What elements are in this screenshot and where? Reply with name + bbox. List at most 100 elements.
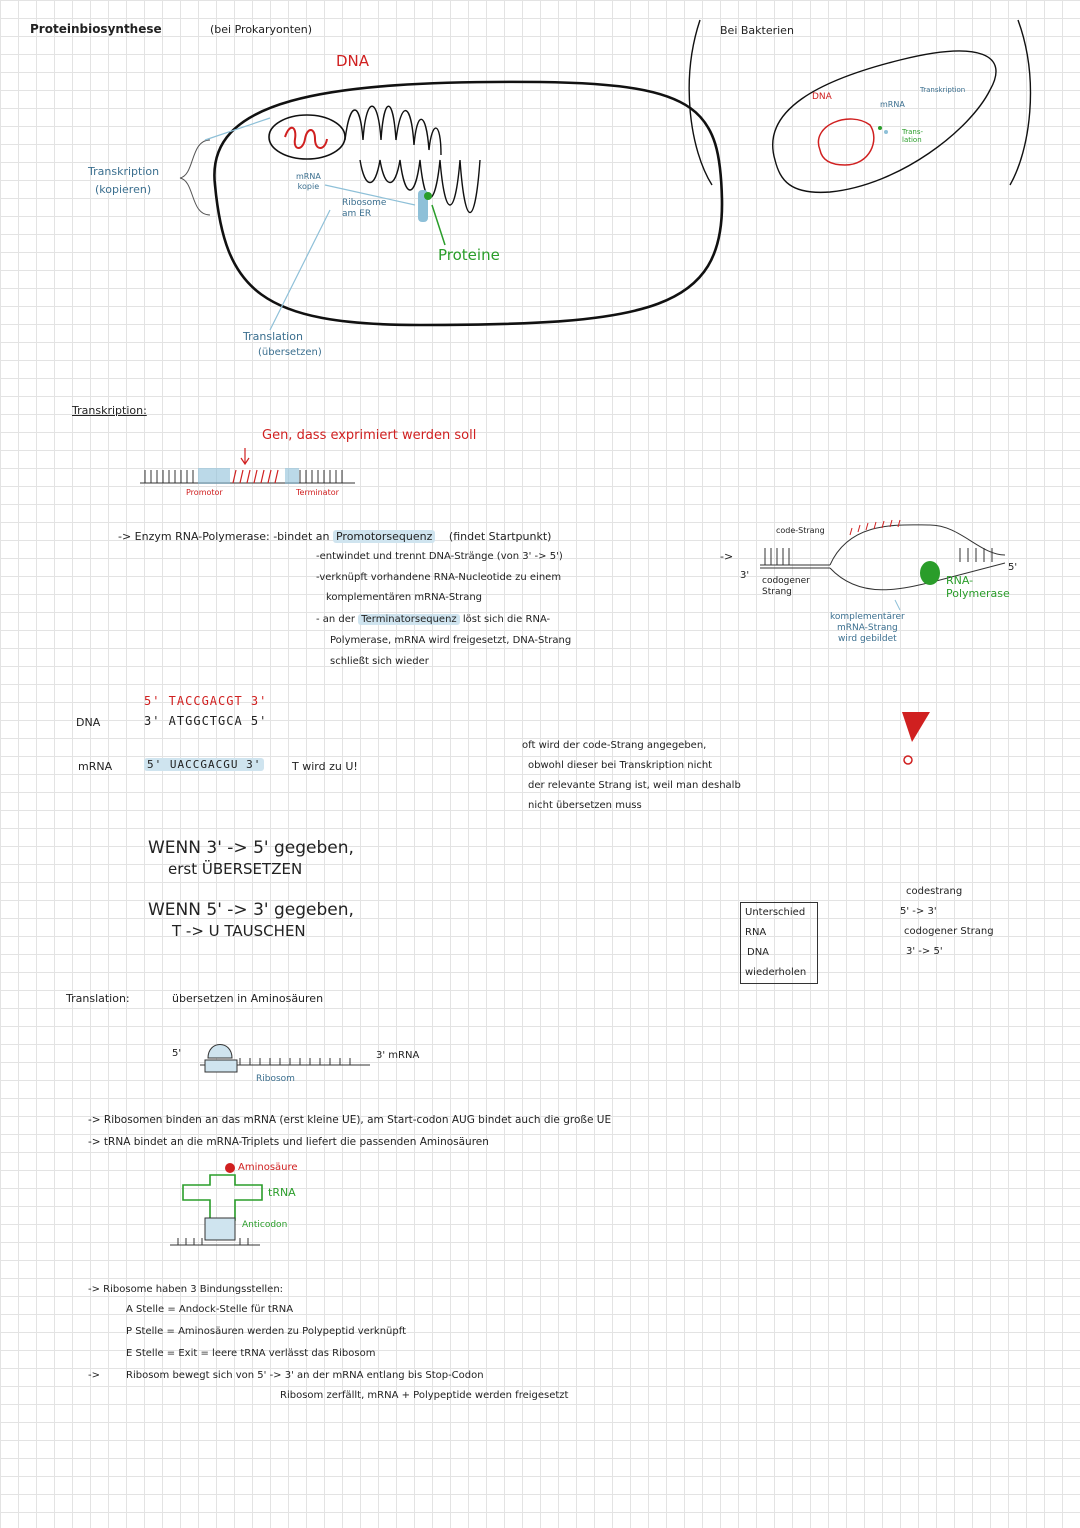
bacteria-bracket-right [1009,19,1032,186]
gene-bar [140,448,355,484]
seq-mrna-label: mRNA [78,760,113,773]
tl-ribosome-label: Ribosom [256,1074,295,1084]
translation-arrow [269,209,331,331]
tl-anticodon: Anticodon [242,1220,288,1230]
seq-bottom: 3' ATGGCTGCA 5' [144,714,268,728]
rule1-b: erst ÜBERSETZEN [168,860,303,878]
bacteria-outline [772,50,997,194]
diff-line4: wiederholen [745,967,807,978]
seq-dna-label: DNA [76,716,101,729]
translation-heading: Translation: [66,992,130,1005]
tl-sites-heading: -> Ribosome haben 3 Bindungsstellen: [88,1284,284,1295]
tx-line1-a: -> Enzym RNA-Polymerase: -bindet an [118,530,330,543]
cell-translation-label: Translation [243,330,303,343]
tl-e-site: E Stelle = Exit = leere tRNA verlässt da… [126,1348,376,1359]
cell-mrna-label: mRNA kopie [296,172,321,191]
tl-five-prime: 5' [172,1048,182,1059]
dir-code-dir: 5' -> 3' [900,906,937,917]
tl-move-b: Ribosom bewegt sich von 5' -> 3' an der … [126,1370,484,1381]
bacteria-heading: Bei Bakterien [720,24,794,37]
er-squiggle [344,105,442,156]
tx-line1-hl: Promotorsequenz [332,530,436,543]
protein-green [424,192,432,200]
cell-translation-sub: (übersetzen) [258,347,322,358]
translation-arrow-left [204,117,271,141]
tx-line5: - an der Terminatorsequenz löst sich die… [316,614,550,626]
rnapol-label: RNA- Polymerase [946,574,1010,601]
tl-p-site: P Stelle = Aminosäuren werden zu Polypep… [126,1326,406,1337]
bacteria-mrna-label: mRNA [880,100,905,109]
rule2-b: T -> U TAUSCHEN [172,922,306,940]
tl-line1: -> Ribosomen binden an das mRNA (erst kl… [88,1114,612,1126]
protein-arrow [431,204,446,246]
dir-codogen: codogener Strang [904,926,994,937]
difference-box: Unterschied RNA DNA wiederholen [740,902,818,984]
cell-ribosome-label: Ribosome am ER [342,198,387,219]
tl-a-site: A Stelle = Andock-Stelle für tRNA [126,1304,294,1315]
cell-proteins-label: Proteine [438,246,500,264]
rnapol-arrow: -> [720,550,734,563]
cell-outline [213,80,724,327]
tl-move-arrow: -> [88,1370,100,1381]
bacteria-translation-label: Trans- lation [902,128,924,145]
tx-line1-b: (findet Startpunkt) [448,530,552,543]
cell-transcription-sub: (kopieren) [95,183,152,196]
mrna-arrow [324,184,416,206]
bacteria-transcription-label: Transkription [920,86,966,94]
gene-label: Gen, dass exprimiert werden soll [262,428,477,443]
terminator-label: Terminator [296,488,339,497]
rule2-a: WENN 5' -> 3' gegeben, [148,900,354,920]
bacteria-bracket-left [688,19,713,186]
transcription-brace [179,139,211,216]
rnapol-complementary: komplementärer mRNA-Strang wird gebildet [830,612,905,644]
seq-top: 5' TACCGACGT 3' [144,694,268,708]
tl-move-c: Ribosom zerfällt, mRNA + Polypeptide wer… [280,1390,569,1401]
rnapol-codogen: codogener Strang [762,576,810,597]
tx-line3: -verknüpft vorhandene RNA-Nucleotide zu … [316,572,562,583]
bacteria-dna [817,118,875,166]
tl-line2: -> tRNA bindet an die mRNA-Triplets und … [88,1136,489,1148]
tx-line4: komplementären mRNA-Strang [326,592,483,603]
tl-trna: tRNA [268,1186,296,1199]
translation-mrna-sketch [200,1044,370,1073]
er-lower [359,159,481,213]
exclamation-mark [902,712,930,742]
tx-line5-a: - an der [316,614,356,625]
transcription-heading: Transkription: [72,404,147,417]
rna-pol-sketch [760,519,1006,611]
rule1-a: WENN 3' -> 5' gegeben, [148,838,354,858]
tl-three-prime: 3' mRNA [376,1050,420,1061]
note-line4: nicht übersetzen muss [528,800,642,811]
trna-sketch [170,1163,263,1246]
tx-line7: schließt sich wieder [330,656,429,667]
tl-amino-acid: Aminosäure [238,1162,298,1173]
rnapol-three-prime: 3' [740,570,750,581]
nucleus-ellipse [268,114,346,160]
tx-line5-b: löst sich die RNA- [462,614,551,625]
rnapol-five-prime: 5' [1008,562,1018,573]
seq-mrna: 5' UACCGACGU 3' [144,758,265,772]
cell-dna-label: DNA [336,52,370,70]
promoter-label: Promotor [186,488,223,497]
bacteria-dna-label: DNA [812,92,832,102]
note-line1: oft wird der code-Strang angegeben, [522,740,707,751]
note-line2: obwohl dieser bei Transkription nicht [528,760,713,771]
translation-sub: übersetzen in Aminosäuren [172,992,324,1005]
diff-line1: Unterschied [745,907,806,918]
title-note: (bei Prokaryonten) [210,23,313,36]
tx-line2: -entwindet und trennt DNA-Stränge (von 3… [316,551,563,562]
tx-line5-hl: Terminatorsequenz [358,614,460,625]
tx-line1: -> Enzym RNA-Polymerase: -bindet an Prom… [118,530,551,543]
dir-code: codestrang [906,886,963,897]
tx-line6: Polymerase, mRNA wird freigesetzt, DNA-S… [330,635,572,646]
note-line3: der relevante Strang ist, weil man desha… [528,780,741,791]
rnapol-code-strand: code-Strang [776,526,825,535]
diff-line3: DNA [747,947,770,958]
page-title: Proteinbiosynthese [30,22,162,36]
dna-red-scribble [284,126,328,149]
seq-t-to-u: T wird zu U! [292,760,358,773]
diff-line2: RNA [745,927,767,938]
cell-transcription-label: Transkription [88,165,160,178]
dir-codogen-dir: 3' -> 5' [906,946,943,957]
